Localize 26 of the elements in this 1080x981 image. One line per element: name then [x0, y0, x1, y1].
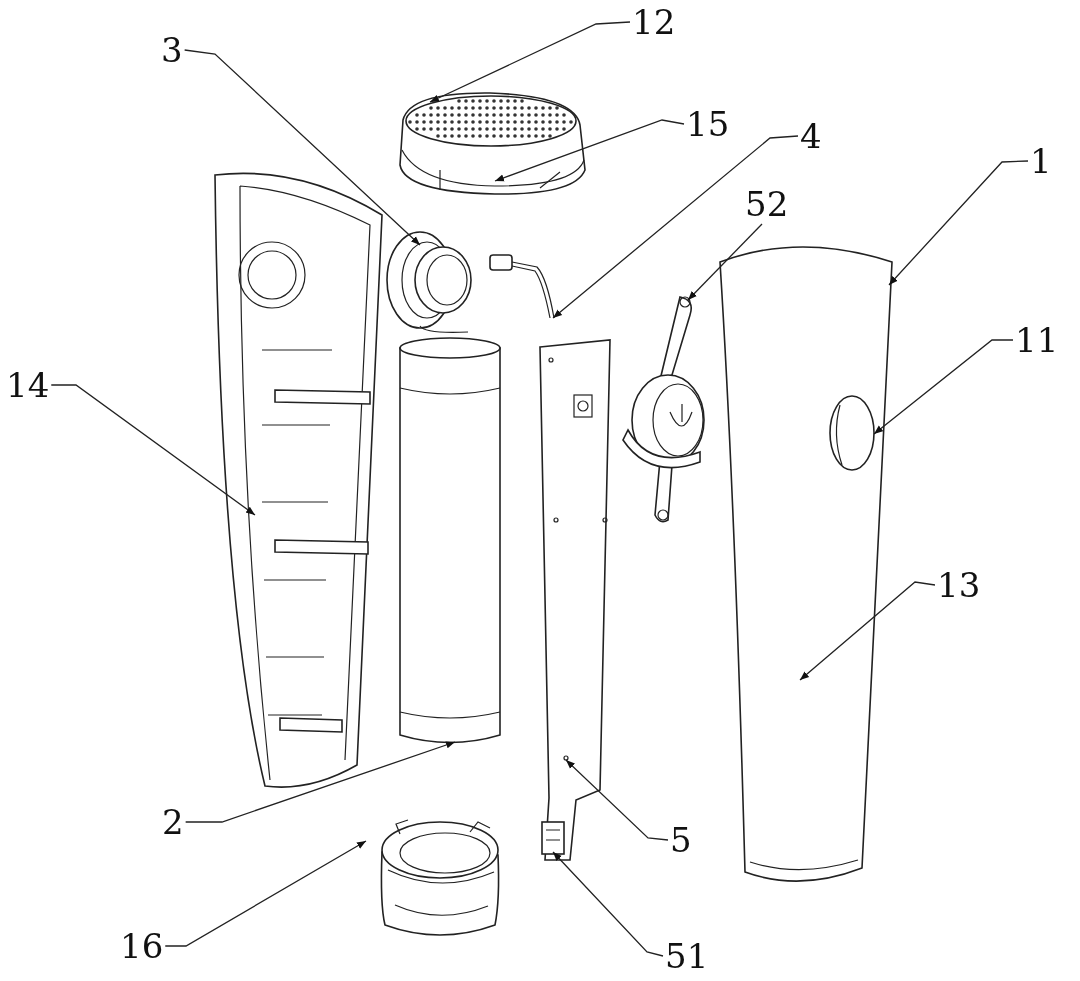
- callout-number: 11: [1015, 322, 1059, 358]
- leader-line: [164, 840, 367, 947]
- callout-number: 52: [745, 186, 789, 222]
- leader-line: [552, 851, 664, 957]
- leader-line: [565, 759, 669, 841]
- callout-number: 51: [665, 938, 709, 974]
- callout-number: 16: [120, 928, 164, 964]
- callout-number: 5: [670, 822, 692, 858]
- callout-number: 3: [161, 32, 183, 68]
- leader-line: [873, 339, 1014, 435]
- callout-number: 2: [162, 804, 184, 840]
- leader-line: [185, 741, 456, 823]
- leader-line: [888, 160, 1029, 286]
- callout-number: 14: [6, 367, 50, 403]
- callout-number: 12: [632, 4, 676, 40]
- leader-line: [494, 119, 685, 182]
- leader-line: [50, 384, 256, 516]
- leader-line: [429, 21, 631, 103]
- leader-line: [799, 581, 936, 681]
- leader-line: [687, 223, 763, 301]
- callout-number: 13: [937, 567, 981, 603]
- leader-line: [552, 135, 799, 319]
- leader-line: [184, 49, 421, 246]
- callout-number: 1: [1030, 143, 1052, 179]
- callout-number: 4: [800, 118, 822, 154]
- callout-number: 15: [686, 106, 730, 142]
